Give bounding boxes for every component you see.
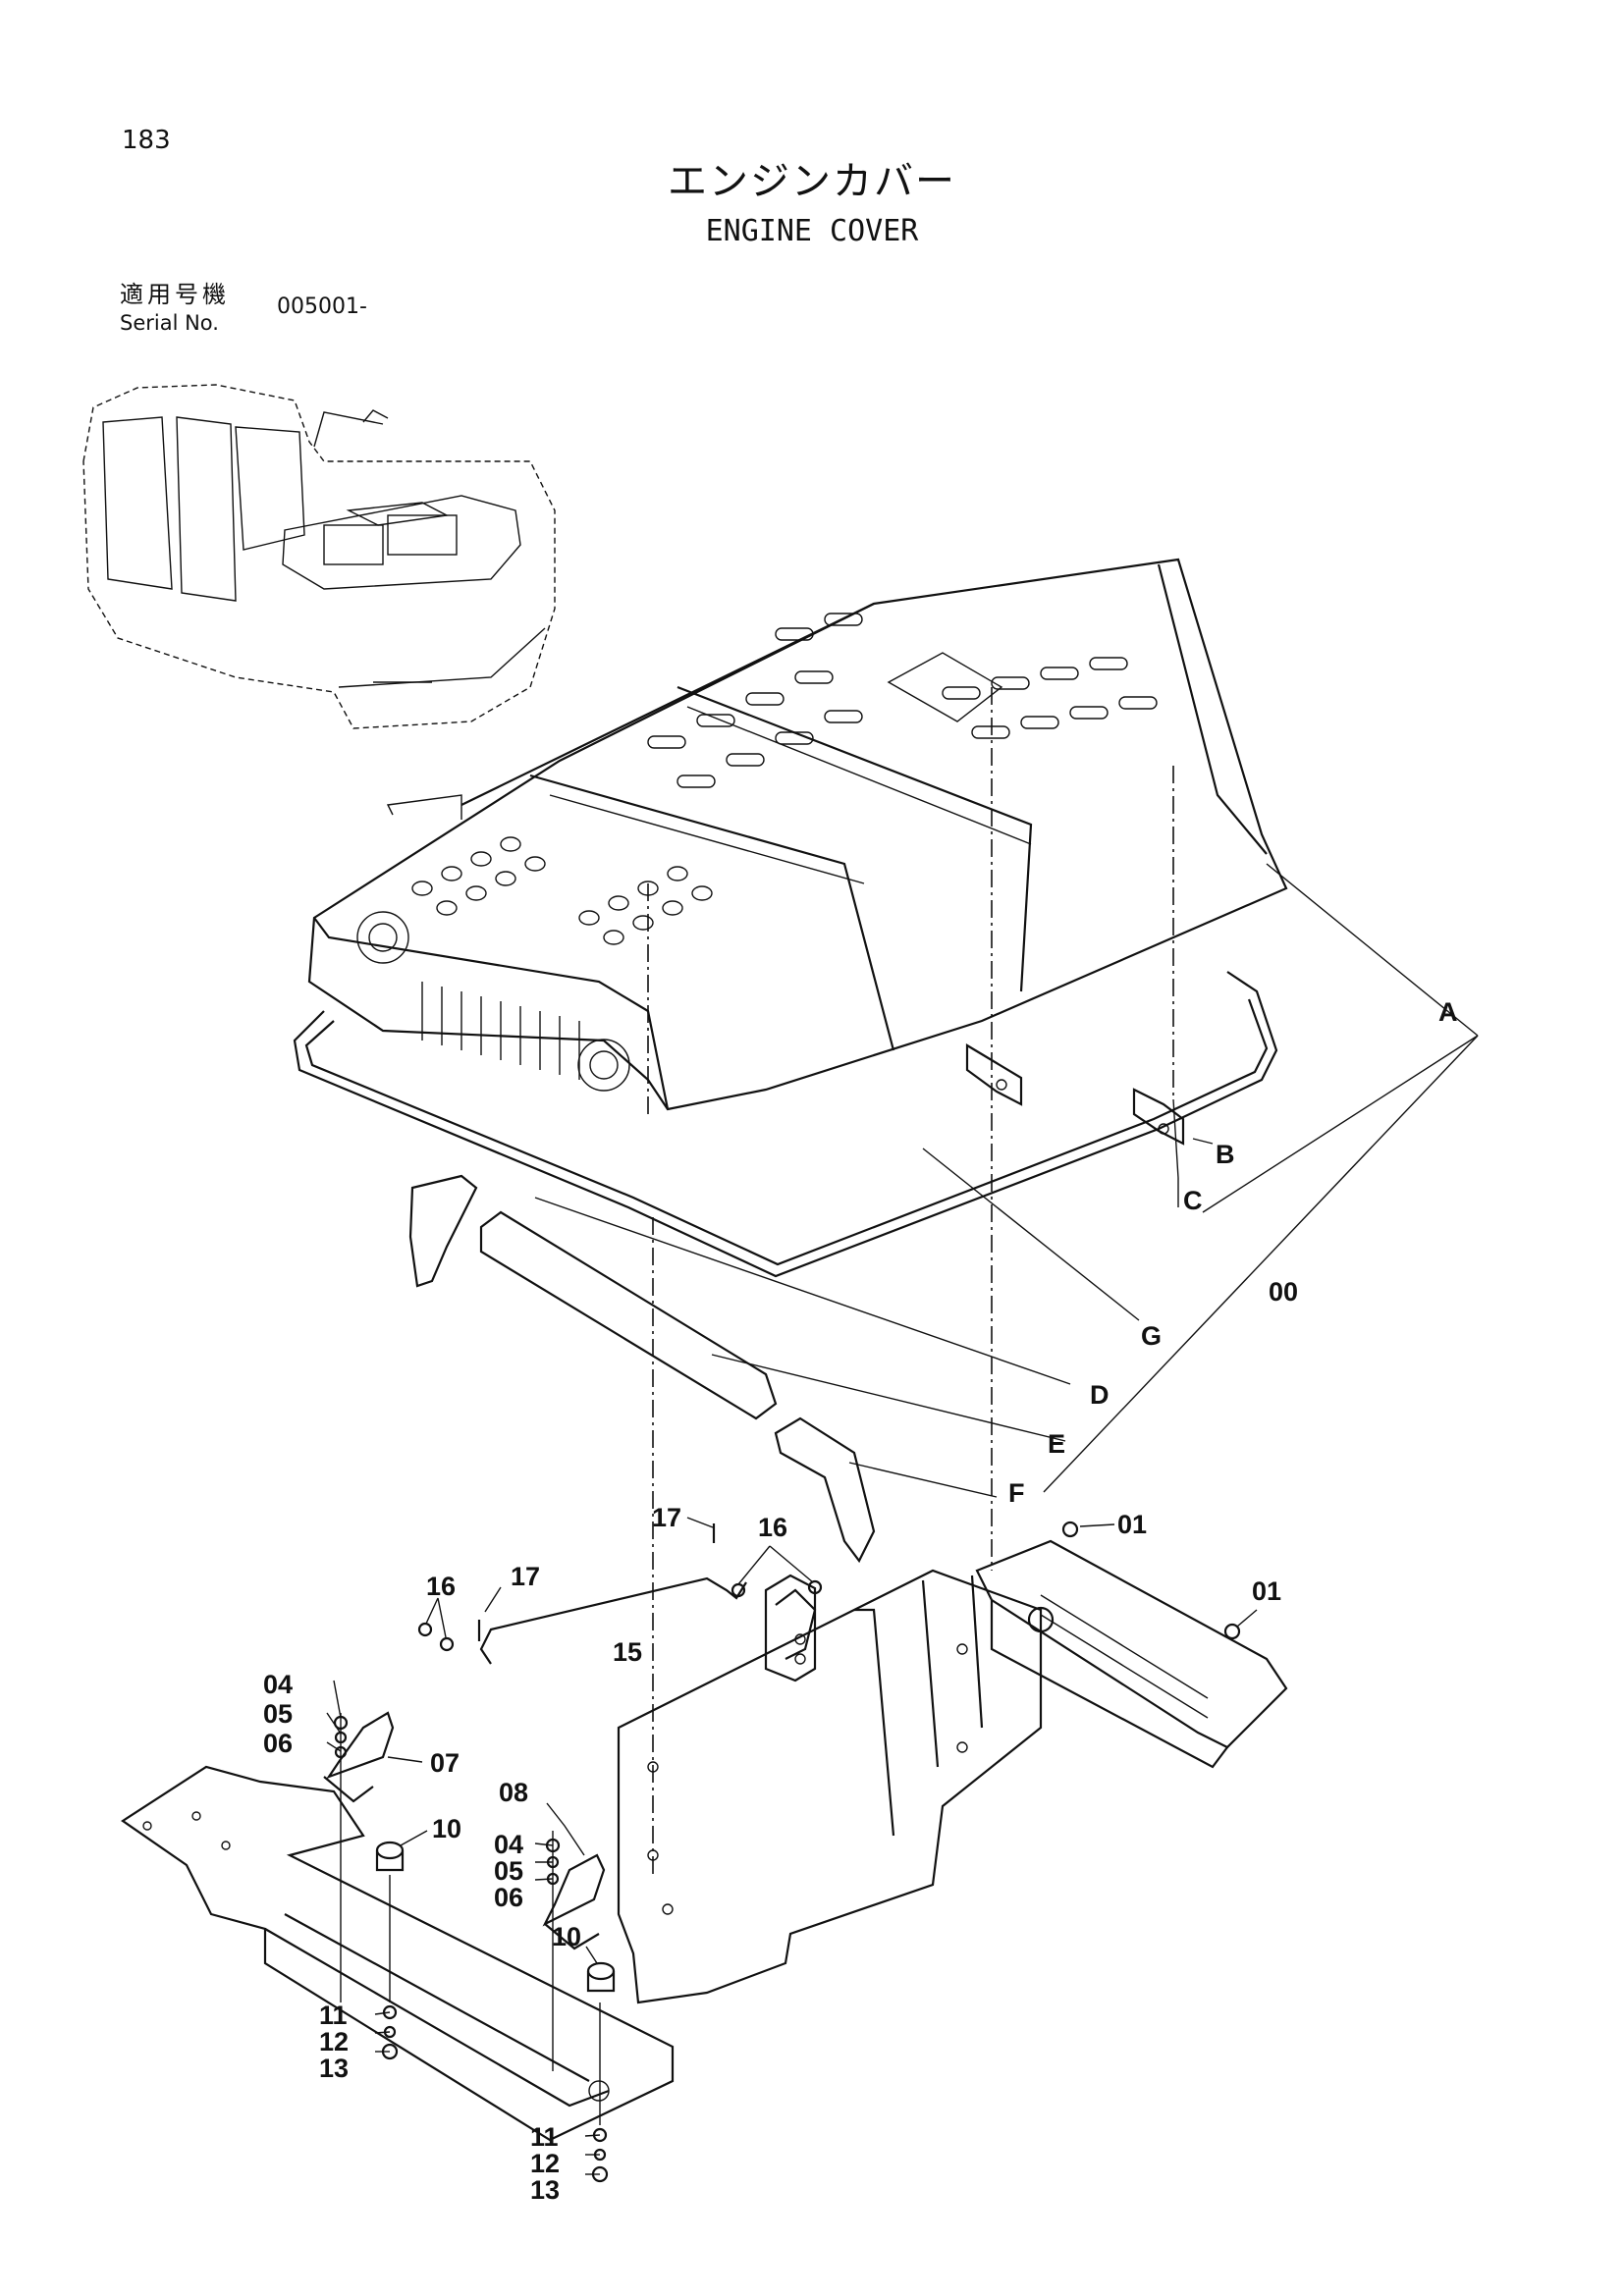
bracket-b [965, 1043, 1185, 1146]
callout-12-left: 12 [319, 2027, 349, 2056]
callout-e: E [1048, 1429, 1065, 1459]
callout-c: C [1183, 1186, 1203, 1215]
callout-11-left: 11 [319, 2001, 348, 2030]
leader-lines [326, 863, 1479, 2175]
serial-label-english: Serial No. [120, 311, 219, 335]
title-english: ENGINE COVER [705, 214, 919, 248]
callout-16-top: 16 [758, 1513, 787, 1542]
callout-06-left: 06 [263, 1729, 293, 1758]
callout-16-left: 16 [426, 1572, 456, 1601]
seal-f [774, 1416, 876, 1564]
serial-number-block: 適用号機 Serial No. 005001- [120, 275, 367, 335]
seal-e [479, 1210, 778, 1420]
engine-cover-assembly [307, 558, 1288, 1111]
small-bracket [764, 1574, 817, 1682]
engine-frame-box [617, 1569, 1043, 2004]
callout-13-left: 13 [319, 2054, 349, 2083]
callout-d: D [1090, 1380, 1110, 1410]
callout-05-left: 05 [263, 1699, 293, 1729]
page-title: エンジンカバー ENGINE COVER [0, 149, 1624, 248]
base-plate [121, 1765, 675, 2142]
rubber-cushion-10 [375, 1841, 616, 1993]
callout-17-top: 17 [652, 1503, 681, 1532]
washer-16 [417, 1622, 433, 1637]
page-number: 183 [122, 126, 171, 155]
callout-04-right: 04 [494, 1830, 523, 1859]
right-side-bracket [975, 1539, 1288, 1769]
callout-04-left: 04 [263, 1670, 293, 1699]
latch-07 [323, 1711, 395, 1803]
callout-00: 00 [1269, 1277, 1298, 1307]
callout-11-right: 11 [530, 2122, 559, 2152]
title-japanese: エンジンカバー [668, 159, 956, 204]
callout-15: 15 [613, 1637, 642, 1667]
latch-08 [542, 1853, 606, 1950]
callout-05-right: 05 [494, 1856, 523, 1886]
nut-01 [1061, 1521, 1079, 1538]
cover-fan-vents [356, 911, 630, 1092]
callout-10-left: 10 [432, 1814, 461, 1843]
serial-label-japanese: 適用号機 [120, 281, 230, 308]
callout-08: 08 [499, 1778, 528, 1807]
callout-g: G [1141, 1321, 1162, 1351]
callout-13-right: 13 [530, 2175, 560, 2205]
callout-b: B [1216, 1140, 1235, 1169]
callout-labels: A B C 00 G D E F 01 01 17 16 17 16 15 04… [263, 997, 1458, 2205]
callout-01-top: 01 [1117, 1510, 1147, 1539]
callout-a: A [1438, 997, 1458, 1027]
excavator-location-thumbnail [82, 384, 556, 729]
callout-01-right: 01 [1252, 1576, 1281, 1606]
cover-vent-holes [411, 613, 1158, 945]
callout-12-right: 12 [530, 2149, 560, 2178]
callout-07: 07 [430, 1748, 460, 1778]
callout-17-left: 17 [511, 1562, 540, 1591]
seal-g [293, 971, 1278, 1278]
callout-06-right: 06 [494, 1883, 523, 1912]
callout-10-right: 10 [552, 1922, 581, 1951]
cover-side-grille [421, 982, 580, 1080]
serial-number-value: 005001- [277, 294, 367, 319]
rod-15 [479, 1576, 747, 1665]
seal-d [408, 1174, 478, 1288]
callout-f: F [1008, 1478, 1025, 1508]
